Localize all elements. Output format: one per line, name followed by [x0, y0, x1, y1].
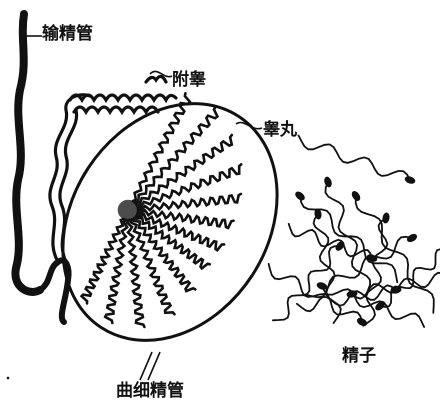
tubule [134, 218, 196, 291]
tubule [138, 194, 241, 211]
label-seminiferous-tubules: 曲细精管 [116, 383, 184, 400]
sperm-cluster [269, 136, 440, 328]
tubule [127, 220, 144, 327]
testis-outline [19, 63, 321, 381]
sperm-head [323, 176, 333, 189]
hilum [119, 201, 137, 219]
sperm-tail [299, 136, 411, 181]
sperm-head [382, 212, 391, 224]
label-epididymis: 附睾 [172, 72, 206, 89]
sperm-head [355, 316, 368, 328]
sperm-head [404, 175, 417, 185]
sperm-tail [289, 224, 372, 258]
sperm-tail [322, 286, 424, 327]
label-testis: 睾丸 [263, 122, 297, 139]
vas-deferens [15, 14, 68, 322]
label-vas-deferens: 输精管 [42, 26, 93, 43]
sperm-tail [363, 218, 387, 326]
sperm-head [405, 232, 418, 244]
stray-dot [7, 377, 10, 380]
seminiferous-tubules [82, 93, 242, 327]
label-sperm: 精子 [342, 348, 376, 365]
